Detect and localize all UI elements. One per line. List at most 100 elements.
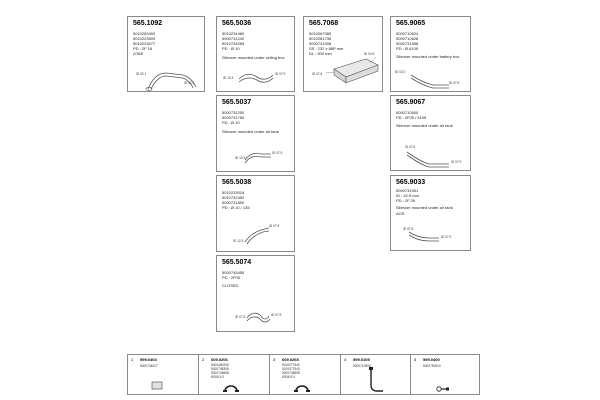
part-spec: PD : 2F05	[222, 275, 241, 280]
item-code: 609.0206	[211, 357, 228, 362]
accessory-item[interactable]: 4 599.0105 5000710505	[341, 355, 411, 394]
part-number: 5010234489	[222, 31, 245, 36]
part-number: 5000731250	[222, 110, 245, 115]
part-spec: SS : 232 x 88P mm	[309, 46, 344, 51]
part-code: 565.5074	[222, 259, 252, 266]
item-number: 3	[273, 357, 276, 362]
part-number: 5010223509	[133, 36, 156, 41]
item-part-number: 5000750510	[423, 364, 441, 368]
item-part-number: 5000710505	[353, 364, 371, 368]
part-card-5659065[interactable]: 565.9065 5000710524 5000710628 500073155…	[390, 16, 471, 92]
part-code: 565.9065	[396, 20, 426, 27]
part-note: Silencer mounted under ceiling box	[222, 55, 285, 60]
bracket-icon	[151, 381, 163, 390]
part-note: CLOSED	[222, 283, 239, 288]
pipe-label: ID 10.3	[235, 156, 246, 160]
clamp-icon	[294, 385, 310, 392]
pipe-label: ID 42.1	[184, 81, 195, 85]
part-card-5655037[interactable]: 565.5037 5000731250 5000731750 PD : Ø 10…	[216, 95, 295, 172]
part-note: DL : 300 mm	[309, 51, 332, 56]
pipe-label: ID 07.5	[235, 315, 246, 319]
item-part-number: 5000748358	[211, 367, 229, 371]
rubber-mount-icon	[436, 386, 449, 392]
part-number: 5000710500	[396, 110, 419, 115]
exhaust-pipe-drawing: ID 07.5 ID 07.9	[235, 312, 282, 323]
part-number: 5010734289	[222, 41, 245, 46]
pipe-label: ID 07.5	[449, 81, 460, 85]
exhaust-pipe-drawing: ID 07.5 ID 07.9	[403, 227, 452, 242]
part-number: 5000731051	[396, 188, 419, 193]
item-code: 609.0265	[282, 357, 299, 362]
pipe-label: ID 10.3	[223, 76, 234, 80]
pipe-label: ID 07.9	[269, 224, 280, 228]
part-spec: PD : 2F 05	[396, 198, 416, 203]
accessory-item[interactable]: 1 599.0403 5000704027	[128, 355, 199, 394]
item-part-number: 5010077540	[282, 363, 300, 367]
pipe-label: ID 04.5	[364, 52, 375, 56]
pipe-label: ID 07.6	[312, 72, 323, 76]
item-code: 599.0403	[140, 357, 157, 362]
item-part-number: 5000748598	[211, 371, 229, 375]
pipe-label: ID 07.5	[405, 145, 416, 149]
part-number: 5000731558	[396, 41, 419, 46]
accessory-item[interactable]: 5 599.0400 5000750510	[411, 355, 479, 394]
part-code: 565.1092	[133, 20, 163, 27]
item-number: 2	[202, 357, 205, 362]
part-number: 5000731850	[222, 200, 245, 205]
part-number: 5010233018	[222, 190, 245, 195]
exhaust-pipe-drawing: ID 12.3 ID 07.9	[233, 224, 280, 245]
clamp-icon	[223, 385, 239, 392]
part-number: 5010281736	[309, 36, 332, 41]
pipe-label: ID 07.5	[403, 227, 414, 231]
part-card-5657068[interactable]: 565.7068 5010067385 5010281736 500073100…	[303, 16, 383, 92]
pipe-label: ID 07.9	[271, 313, 282, 317]
pipe-label: ID 07.9	[272, 151, 283, 155]
part-note: Silencer mounted under air tank	[396, 123, 453, 128]
part-card-5655074[interactable]: 565.5074 5000745455 PD : 2F05 CLOSED ID …	[216, 255, 295, 332]
exhaust-pipe-drawing: ID 10.3 ID 07.9	[223, 72, 286, 83]
hanger-icon	[369, 367, 383, 392]
item-code: 599.0400	[423, 357, 440, 362]
item-code: 599.0105	[353, 357, 370, 362]
part-spec: PD : Ø 10 / 135	[222, 205, 250, 210]
pipe-label: ID 12.3	[233, 239, 244, 243]
part-spec: PD : Ø 10	[222, 46, 240, 51]
item-part-number: 5000450206	[211, 363, 229, 367]
item-number: 5	[414, 357, 417, 362]
accessories-strip: 1 599.0403 5000704027 2 609.0206 5000450…	[127, 354, 480, 395]
part-number: 5000731240	[222, 36, 245, 41]
part-number: 5000731750	[222, 115, 245, 120]
exhaust-pipe-drawing: ID 10.3 ID 07.9	[235, 151, 283, 164]
part-number: 5010283409	[133, 31, 156, 36]
part-note: Silencer mounted under air tank	[396, 205, 453, 210]
pipe-label: ID 02.1	[136, 72, 147, 76]
accessory-item[interactable]: 3 609.0265 5010077540 5010077540 5000748…	[270, 355, 341, 394]
item-part-number: 5000748598	[282, 371, 300, 375]
item-number: 1	[131, 357, 134, 362]
part-spec: PD : Ø 10	[222, 120, 240, 125]
part-number: 5000710628	[396, 36, 419, 41]
part-card-5659067[interactable]: 565.9067 5000710500 PD : 2F05 / 6105 Sil…	[390, 95, 471, 171]
part-spec: ID : 42.5 mm	[396, 193, 419, 198]
part-card-5655036[interactable]: 565.5036 5010234489 5000731240 501073428…	[216, 16, 295, 92]
pipe-label: ID 07.9	[451, 160, 462, 164]
silencer-drawing: ID 07.6 ID 04.5	[312, 52, 379, 84]
part-code: 565.9033	[396, 179, 426, 186]
part-number: 5000710524	[396, 31, 419, 36]
pipe-label: ID 07.9	[441, 235, 452, 239]
accessory-item[interactable]: 2 609.0206 5000450206 5000748358 5000748…	[199, 355, 270, 394]
part-card-5651092[interactable]: 565.1092 5010283409 5010223509 501022307…	[127, 16, 205, 92]
part-note: Silencer mounted under air tank	[222, 129, 279, 134]
item-part-number: 5010077540	[282, 367, 300, 371]
exhaust-pipe-drawing: ID 02.1 ID 42.1	[136, 72, 197, 91]
item-number: 4	[344, 357, 347, 362]
part-card-5659033[interactable]: 565.9033 5000731051 ID : 42.5 mm PD : 2F…	[390, 175, 471, 251]
part-spec: PD : 2F 18	[133, 46, 153, 51]
part-number: 5010067385	[309, 31, 332, 36]
part-note: 2/365	[133, 51, 144, 56]
part-card-5655038[interactable]: 565.5038 5010233018 5010732452 500073185…	[216, 175, 295, 252]
exhaust-pipe-drawing: ID 02.0 ID 07.5	[395, 70, 460, 89]
exhaust-pipe-drawing: ID 07.5 ID 07.9	[405, 145, 462, 168]
part-code: 565.5038	[222, 179, 252, 186]
item-spec: Ø106.5 0	[282, 375, 296, 379]
